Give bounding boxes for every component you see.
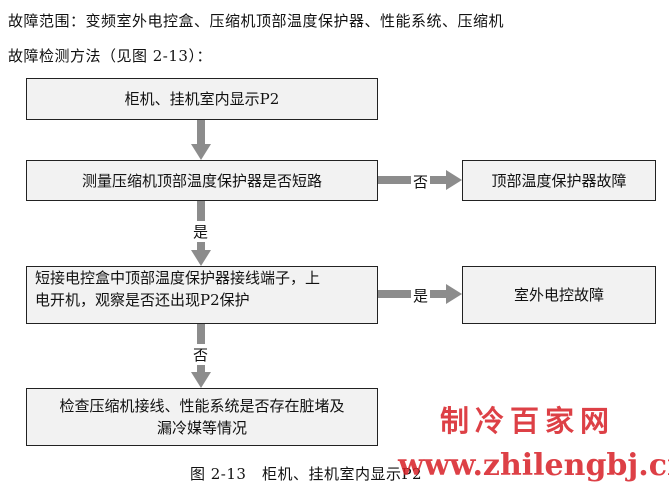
no-result-box: 顶部温度保护器故障 bbox=[462, 160, 656, 201]
start-box: 柜机、挂机室内显示P2 bbox=[26, 78, 378, 120]
fault-scope-line: 故障范围：变频室外电控盒、压缩机顶部温度保护器、性能系统、压缩机 bbox=[8, 12, 505, 30]
step3-box: 检查压缩机接线、性能系统是否存在脏堵及 漏冷媒等情况 bbox=[26, 388, 378, 446]
arrow-start-to-step1 bbox=[191, 120, 211, 160]
edge-label-no-2: 否 bbox=[193, 344, 209, 365]
start-box-text: 柜机、挂机室内显示P2 bbox=[124, 90, 280, 108]
step3-box-text-line2: 漏冷媒等情况 bbox=[156, 419, 247, 437]
edge-label-yes-1: 是 bbox=[193, 221, 209, 242]
step1-box-text: 测量压缩机顶部温度保护器是否短路 bbox=[81, 171, 322, 190]
watermark-url: www.zhilengbj.cn bbox=[398, 448, 669, 483]
watermark-brand: 制冷百家网 bbox=[440, 404, 616, 438]
edge-label-yes-2: 是 bbox=[411, 285, 431, 306]
no-result-box-text: 顶部温度保护器故障 bbox=[491, 171, 627, 190]
yes-result-box-text: 室外电控故障 bbox=[513, 286, 604, 304]
figure-caption: 图 2-13 柜机、挂机室内显示P2 bbox=[190, 465, 423, 483]
edge-label-no-1: 否 bbox=[411, 171, 431, 192]
step2-box-text-line1: 短接电控盒中顶部温度保护器接线端子，上 bbox=[35, 269, 321, 287]
step1-box: 测量压缩机顶部温度保护器是否短路 bbox=[26, 160, 378, 201]
yes-result-box: 室外电控故障 bbox=[462, 266, 656, 324]
step3-box-text-line1: 检查压缩机接线、性能系统是否存在脏堵及 bbox=[59, 397, 345, 415]
step2-box: 短接电控盒中顶部温度保护器接线端子，上 电开机，观察是否还出现P2保护 bbox=[26, 266, 378, 324]
detection-method-line: 故障检测方法（见图 2-13）： bbox=[8, 47, 212, 65]
step2-box-text-line2: 电开机，观察是否还出现P2保护 bbox=[35, 291, 250, 309]
